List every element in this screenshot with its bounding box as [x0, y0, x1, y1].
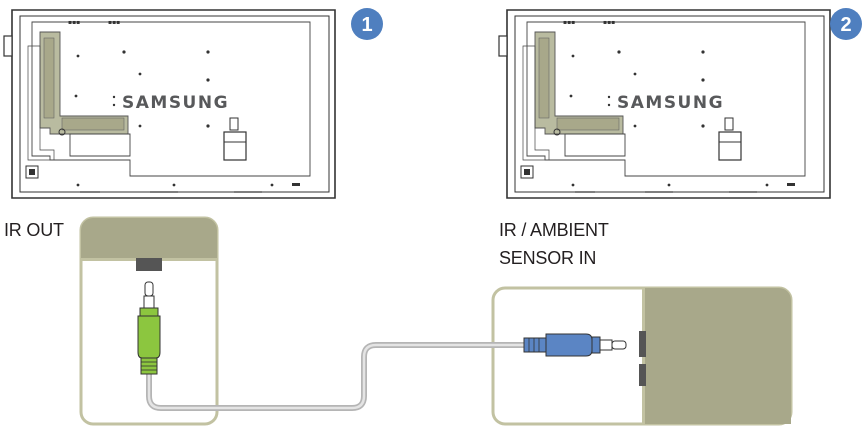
svg-text:▪▪▪: ▪▪▪ [563, 19, 575, 26]
ir-out-jack [136, 258, 162, 271]
blue-plug [523, 333, 627, 357]
brand-logo-2: SAMSUNG [617, 93, 724, 113]
ir-in-label-line2: SENSOR IN [499, 248, 597, 268]
brand-logo-1: SAMSUNG [122, 93, 229, 113]
step-badge-2: 2 [830, 8, 862, 40]
ambient-sensor-jack [639, 364, 646, 386]
svg-text:▪▪▪: ▪▪▪ [68, 19, 80, 26]
ir-in-label: IR / AMBIENT SENSOR IN [499, 216, 699, 272]
ir-in-panel [491, 286, 793, 426]
green-plug [137, 281, 161, 375]
svg-text:▪▪▪: ▪▪▪ [108, 19, 120, 26]
monitor-rear-2: ▪▪▪ ▪▪▪ SAMSUNG [498, 9, 831, 199]
step-badge-1: 1 [351, 8, 383, 40]
ir-in-label-line1: IR / AMBIENT [499, 220, 609, 240]
svg-text:2: 2 [840, 14, 851, 36]
svg-text:▪▪▪: ▪▪▪ [603, 19, 615, 26]
svg-text:1: 1 [361, 14, 372, 36]
ir-in-jack [639, 331, 646, 357]
monitor-rear-1: ▪▪▪ ▪▪▪ SAMSUNG [3, 9, 336, 199]
ir-out-label: IR OUT [4, 220, 64, 240]
